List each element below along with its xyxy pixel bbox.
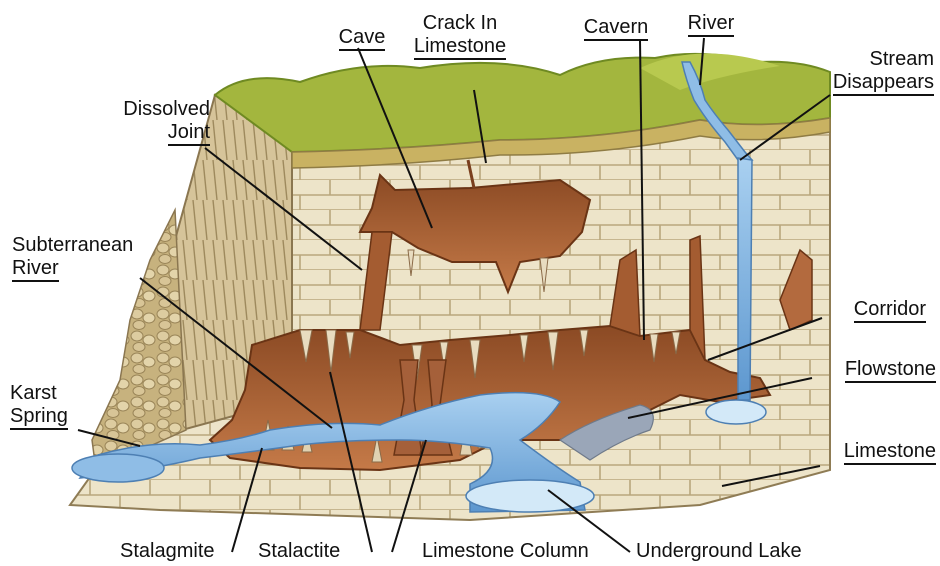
label-cave: Cave <box>322 26 402 49</box>
label-dissolved-line2: Joint <box>168 121 210 146</box>
label-subterranean-line2: River <box>12 257 59 282</box>
karst-spring-pool <box>72 454 164 482</box>
label-stream-line2: Disappears <box>833 71 934 96</box>
label-stream-disappears: Stream Disappears <box>800 48 934 94</box>
label-river-text: River <box>688 12 735 37</box>
label-crack-in-limestone: Crack In Limestone <box>410 12 510 58</box>
label-dissolved-line1: Dissolved <box>96 98 210 121</box>
label-karst-line1: Karst <box>10 382 90 405</box>
label-underground-lake: Underground Lake <box>636 540 802 563</box>
label-karst-spring: Karst Spring <box>10 382 90 428</box>
label-limestone-column: Limestone Column <box>422 540 589 563</box>
label-limestone-text: Limestone <box>844 440 936 465</box>
label-cavern-text: Cavern <box>584 16 648 41</box>
stream-waterfall <box>738 158 752 400</box>
underground-lake <box>466 480 594 512</box>
label-flowstone-text: Flowstone <box>845 358 936 383</box>
label-corridor: Corridor <box>790 298 926 321</box>
label-stalagmite-text: Stalagmite <box>120 540 215 562</box>
label-underground-lake-text: Underground Lake <box>636 540 802 562</box>
label-flowstone: Flowstone <box>790 358 936 381</box>
label-stalactite-text: Stalactite <box>258 540 340 562</box>
label-dissolved-joint: Dissolved Joint <box>96 98 210 144</box>
label-corridor-text: Corridor <box>854 298 926 323</box>
label-river: River <box>676 12 746 35</box>
label-cave-text: Cave <box>339 26 386 51</box>
label-cavern: Cavern <box>566 16 666 39</box>
label-crack-line1: Crack In <box>410 12 510 35</box>
label-stalactite: Stalactite <box>258 540 340 563</box>
label-karst-line2: Spring <box>10 405 68 430</box>
label-subterranean-river: Subterranean River <box>12 234 162 280</box>
label-subterranean-line1: Subterranean <box>12 234 162 257</box>
label-stalagmite: Stalagmite <box>120 540 215 563</box>
label-limestone: Limestone <box>790 440 936 463</box>
label-limestone-column-text: Limestone Column <box>422 540 589 562</box>
label-stream-line1: Stream <box>800 48 934 71</box>
label-crack-line2: Limestone <box>414 35 506 60</box>
